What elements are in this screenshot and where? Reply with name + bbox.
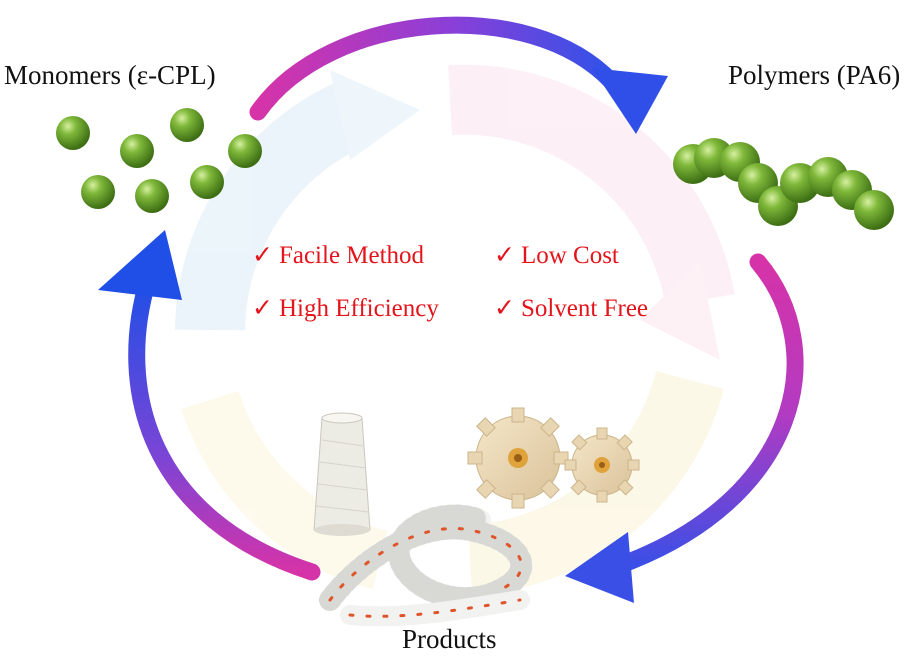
- feature-solvent-free: ✓Solvent Free: [494, 293, 648, 323]
- monomer-sphere-icon: [81, 175, 115, 209]
- rope-knot-icon: [319, 504, 533, 627]
- right-cycle-arrow: [565, 253, 804, 603]
- checkmark-icon: ✓: [494, 295, 515, 322]
- left-cycle-arrow: [98, 230, 321, 581]
- monomer-sphere-icon: [190, 165, 224, 199]
- gear-icon: [467, 407, 569, 509]
- feature-text: Facile Method: [278, 242, 425, 269]
- top-cycle-arrow: [249, 16, 668, 134]
- background-recycle-arrows: [175, 64, 735, 595]
- feature-text: Solvent Free: [520, 295, 649, 322]
- checkmark-icon: ✓: [252, 295, 273, 322]
- checkmark-icon: ✓: [252, 242, 273, 269]
- checkmark-icon: ✓: [494, 242, 515, 269]
- monomer-sphere-icon: [228, 134, 262, 168]
- feature-high-efficiency: ✓High Efficiency: [252, 293, 439, 323]
- polymer-chain-icon: [673, 138, 894, 230]
- monomer-sphere-icon: [120, 134, 154, 168]
- feature-low-cost: ✓Low Cost: [494, 240, 619, 270]
- monomer-sphere-icon: [170, 108, 204, 142]
- monomer-spheres: [56, 108, 262, 213]
- gear-icon: [564, 427, 640, 503]
- monomer-sphere-icon: [135, 179, 169, 213]
- feature-facile-method: ✓Facile Method: [252, 240, 424, 270]
- feature-text: High Efficiency: [278, 295, 439, 322]
- yarn-spool-icon: [313, 412, 371, 536]
- monomer-sphere-icon: [56, 116, 90, 150]
- products-label: Products: [402, 624, 497, 654]
- polymers-label: Polymers (PA6): [728, 60, 901, 90]
- feature-text: Low Cost: [520, 242, 619, 269]
- monomers-label: Monomers (ε-CPL): [4, 60, 216, 90]
